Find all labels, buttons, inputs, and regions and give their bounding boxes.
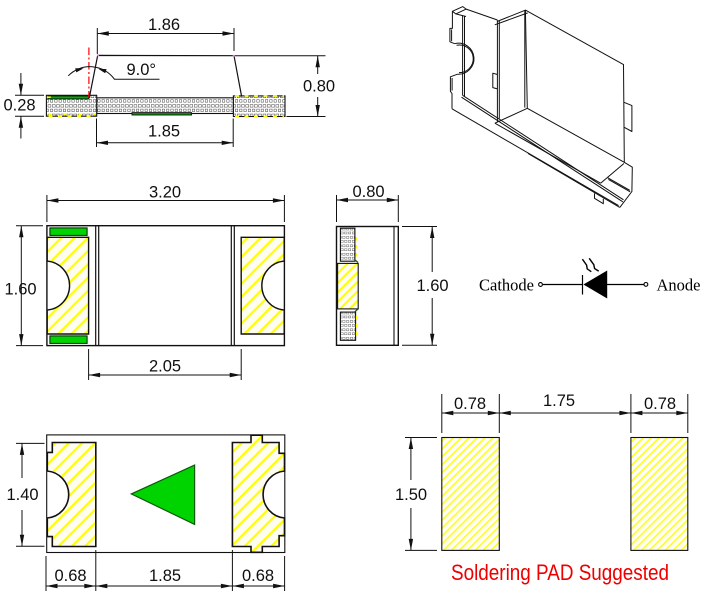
svg-text:0.28: 0.28 — [4, 97, 36, 115]
svg-text:1.60: 1.60 — [5, 281, 37, 299]
svg-text:0.80: 0.80 — [303, 78, 335, 96]
svg-text:1.85: 1.85 — [148, 123, 180, 141]
svg-text:Soldering PAD Suggested: Soldering PAD Suggested — [451, 560, 669, 585]
svg-text:3.20: 3.20 — [149, 184, 181, 202]
svg-text:2.05: 2.05 — [149, 358, 181, 376]
svg-text:1.60: 1.60 — [417, 277, 449, 295]
svg-text:Anode: Anode — [657, 276, 701, 295]
svg-text:0.80: 0.80 — [353, 183, 385, 201]
svg-text:0.78: 0.78 — [644, 395, 676, 413]
svg-text:0.78: 0.78 — [454, 395, 486, 413]
svg-text:1.85: 1.85 — [149, 567, 181, 585]
svg-text:0.68: 0.68 — [242, 567, 274, 585]
svg-text:9.0°: 9.0° — [127, 61, 157, 79]
svg-text:1.86: 1.86 — [148, 16, 180, 34]
svg-text:1.40: 1.40 — [7, 486, 39, 504]
svg-text:Cathode: Cathode — [479, 276, 534, 295]
svg-text:0.68: 0.68 — [55, 567, 87, 585]
svg-text:1.75: 1.75 — [543, 392, 575, 410]
svg-text:1.50: 1.50 — [395, 486, 427, 504]
